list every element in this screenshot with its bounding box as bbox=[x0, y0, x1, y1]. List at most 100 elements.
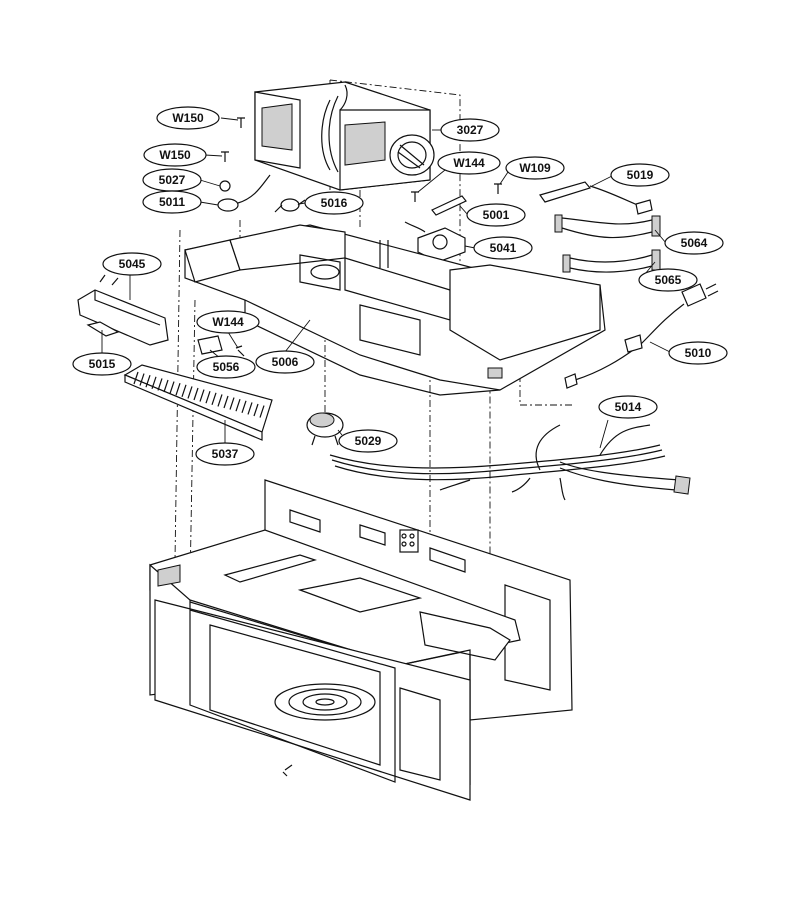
callout-bubble bbox=[255, 350, 315, 374]
grille-slat bbox=[181, 384, 187, 397]
callout-label-p5016: 5016 bbox=[321, 196, 348, 210]
callout-p5011: 5011 bbox=[142, 190, 202, 214]
callout-label-p5027: 5027 bbox=[159, 173, 186, 187]
callout-w150b: W150 bbox=[143, 143, 207, 167]
callout-bubble bbox=[440, 118, 500, 142]
callout-p5064: 5064 bbox=[664, 231, 724, 255]
callout-bubble bbox=[102, 252, 162, 276]
grille-slat bbox=[169, 381, 175, 394]
callout-label-p5065: 5065 bbox=[655, 273, 682, 287]
callout-bubble bbox=[195, 442, 255, 466]
callout-label-p5014: 5014 bbox=[615, 400, 642, 414]
callout-label-p5001: 5001 bbox=[483, 208, 510, 222]
callout-bubble bbox=[338, 429, 398, 453]
callout-p5041: 5041 bbox=[473, 236, 533, 260]
callout-p5014: 5014 bbox=[598, 395, 658, 419]
callout-label-p5006: 5006 bbox=[272, 355, 299, 369]
callout-bubble bbox=[143, 143, 207, 167]
callout-bubble bbox=[466, 203, 526, 227]
vent-bracket bbox=[77, 274, 223, 355]
callout-bubble bbox=[304, 191, 364, 215]
callout-p5019: 5019 bbox=[610, 163, 670, 187]
callout-p5029: 5029 bbox=[338, 429, 398, 453]
grille-slat bbox=[193, 387, 199, 401]
callout-p5045: 5045 bbox=[102, 252, 162, 276]
thermal-sensors bbox=[217, 174, 306, 213]
callout-label-p5019: 5019 bbox=[627, 168, 654, 182]
grille-slat bbox=[205, 391, 211, 404]
callout-label-p5056: 5056 bbox=[213, 360, 240, 374]
callout-label-p5045: 5045 bbox=[119, 257, 146, 271]
grille-slat bbox=[175, 383, 181, 396]
callout-w150a: W150 bbox=[156, 106, 220, 130]
grille-slat bbox=[199, 389, 205, 402]
screws bbox=[221, 117, 502, 777]
power-cord bbox=[564, 283, 719, 389]
wire-harnesses bbox=[554, 214, 661, 273]
grille-slat bbox=[145, 375, 151, 388]
grille-slat bbox=[133, 371, 139, 385]
callout-label-p3027: 3027 bbox=[457, 123, 484, 137]
callout-bubble bbox=[505, 156, 565, 180]
callout-p5065: 5065 bbox=[638, 268, 698, 292]
callout-label-w109: W109 bbox=[519, 161, 551, 175]
callout-bubble bbox=[473, 236, 533, 260]
leader-lines bbox=[101, 117, 673, 449]
callout-p5037: 5037 bbox=[195, 442, 255, 466]
grille-slat bbox=[253, 403, 259, 417]
callout-label-w150b: W150 bbox=[159, 148, 191, 162]
callout-label-w150a: W150 bbox=[172, 111, 204, 125]
grille-slat bbox=[151, 376, 157, 389]
callout-label-p5041: 5041 bbox=[490, 241, 517, 255]
callout-label-p5011: 5011 bbox=[159, 195, 185, 209]
callout-bubble bbox=[196, 310, 260, 334]
callout-w109: W109 bbox=[505, 156, 565, 180]
callout-w144a: W144 bbox=[437, 151, 501, 175]
callout-label-p5015: 5015 bbox=[89, 357, 116, 371]
callout-bubble bbox=[598, 395, 658, 419]
callout-label-p5064: 5064 bbox=[681, 236, 708, 250]
grille-slat bbox=[229, 397, 235, 410]
callout-p5016: 5016 bbox=[304, 191, 364, 215]
grille-slat bbox=[139, 373, 145, 386]
stirrer-motor bbox=[306, 412, 344, 446]
callout-label-p5029: 5029 bbox=[355, 434, 382, 448]
callout-bubble bbox=[437, 151, 501, 175]
grille-slat bbox=[217, 394, 223, 407]
oven-cavity-chassis bbox=[149, 479, 573, 801]
blower-fan-assembly bbox=[254, 81, 435, 191]
grille-slat bbox=[157, 378, 163, 391]
grille-slat bbox=[235, 399, 241, 412]
callout-label-w144b: W144 bbox=[212, 315, 244, 329]
callout-p5010: 5010 bbox=[668, 341, 728, 365]
grille-slat bbox=[247, 402, 253, 415]
callout-bubble bbox=[668, 341, 728, 365]
callout-bubble bbox=[156, 106, 220, 130]
callout-bubble bbox=[638, 268, 698, 292]
callout-p5027: 5027 bbox=[142, 168, 202, 192]
base-plate bbox=[184, 224, 606, 396]
grille-slat bbox=[241, 400, 247, 413]
callout-w144b: W144 bbox=[196, 310, 260, 334]
callout-p5015: 5015 bbox=[72, 352, 132, 376]
callout-label-p5010: 5010 bbox=[685, 346, 712, 360]
main-wire-harness bbox=[329, 424, 691, 501]
callout-label-p5037: 5037 bbox=[212, 447, 239, 461]
vent-grille bbox=[123, 364, 273, 441]
callout-p5006: 5006 bbox=[255, 350, 315, 374]
callout-p3027: 3027 bbox=[440, 118, 500, 142]
callout-bubble bbox=[72, 352, 132, 376]
callout-label-w144a: W144 bbox=[453, 156, 485, 170]
callout-p5056: 5056 bbox=[196, 355, 256, 379]
grille-slat bbox=[187, 386, 193, 399]
magnet-and-relay bbox=[404, 181, 653, 263]
grille-slat bbox=[223, 395, 229, 409]
grille-slat bbox=[163, 379, 169, 393]
grille-slat bbox=[211, 392, 217, 405]
callout-p5001: 5001 bbox=[466, 203, 526, 227]
grille-slat bbox=[259, 405, 265, 418]
callout-bubble bbox=[610, 163, 670, 187]
